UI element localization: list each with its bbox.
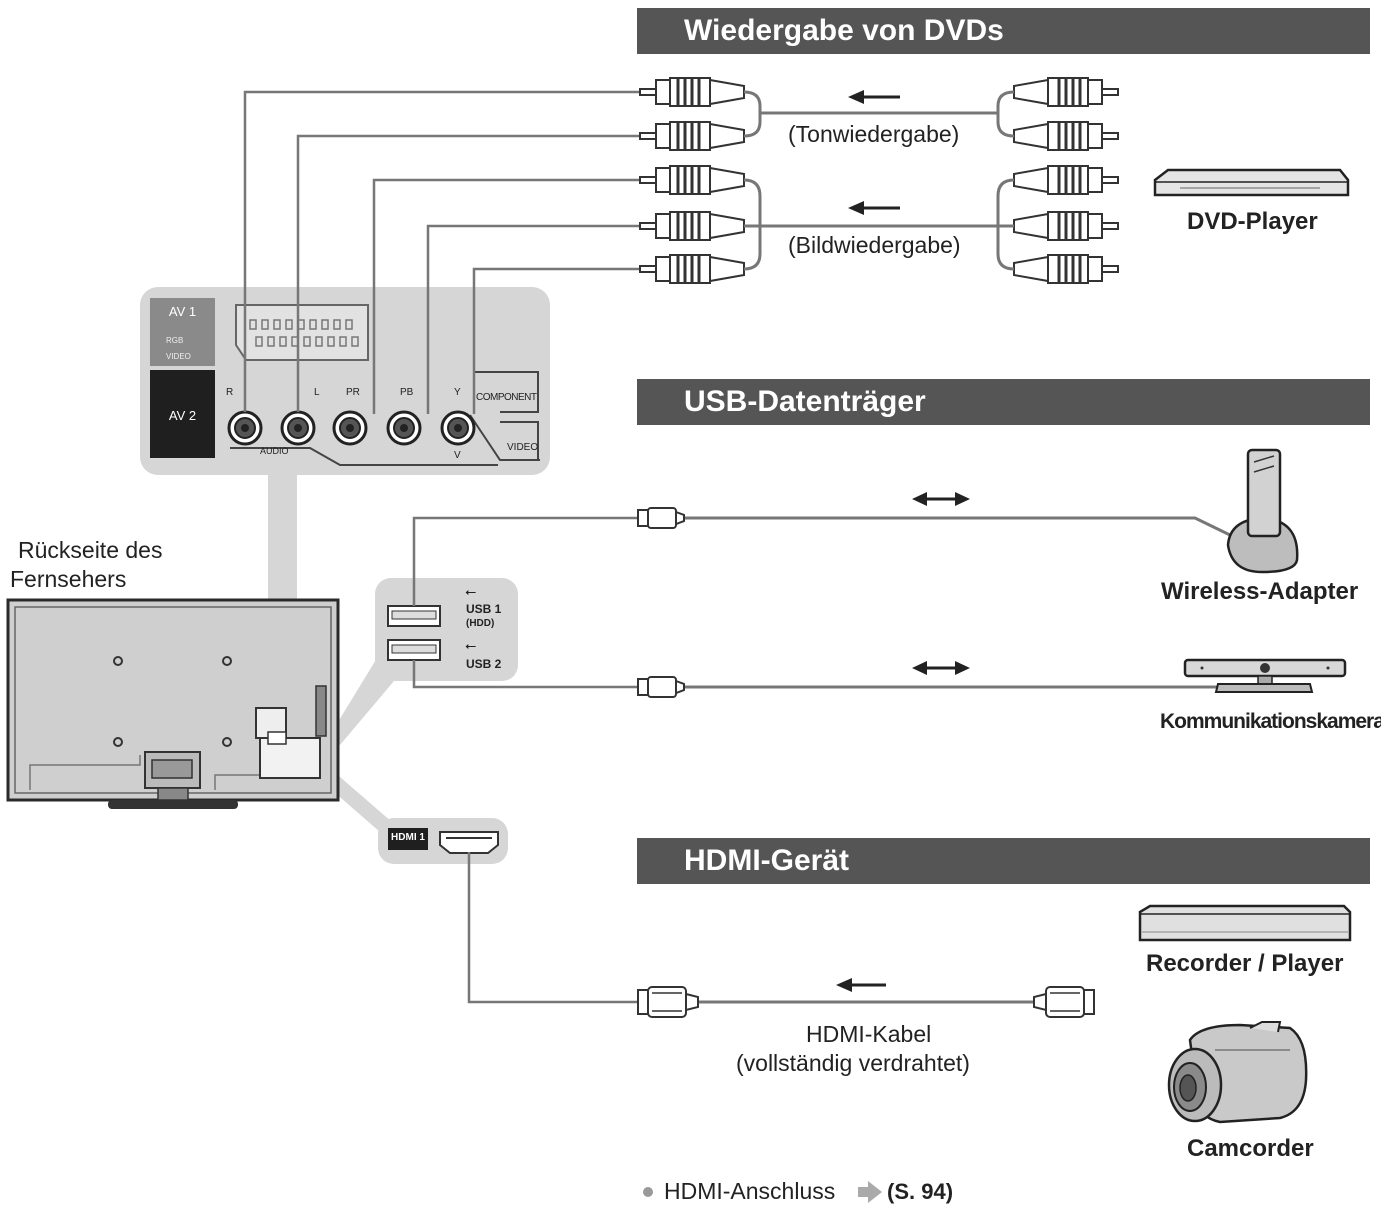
dvd-player-icon (1153, 168, 1350, 197)
v-label: V (454, 450, 461, 461)
footnote-text: HDMI-Anschluss (664, 1178, 836, 1204)
wireless-adapter-label: Wireless-Adapter (1161, 578, 1359, 605)
jack-r-label: R (226, 387, 234, 398)
rca-plugs-tv-side (638, 76, 746, 285)
av1-rgb-label: RGB (166, 336, 184, 345)
section-header-hdmi: HDMI-Gerät (637, 838, 1370, 884)
jack-l-label: L (314, 387, 320, 398)
recorder-icon (1138, 904, 1352, 942)
usb2-label: USB 2 (466, 657, 502, 671)
dvd-player-label: DVD-Player (1187, 208, 1318, 235)
av1-label: AV 1 (168, 304, 197, 319)
footnote-bullet (643, 1187, 653, 1197)
reference-arrow-icon (858, 1181, 882, 1203)
tv-caption-line2: Fernsehers (10, 566, 127, 592)
usb-icon-1: ⭠ (465, 583, 477, 599)
usb-panel (375, 578, 518, 681)
usb-icon-2: ⭠ (465, 637, 477, 653)
usb-cables (412, 516, 1264, 691)
rca-plugs-device-side (1012, 76, 1120, 285)
hdmi1-label: HDMI 1 (391, 832, 425, 843)
audio-r-jack (227, 410, 263, 446)
direction-arrows (836, 90, 970, 992)
camera-icon (1183, 658, 1347, 693)
usb1-label: USB 1 (466, 602, 502, 616)
recorder-label: Recorder / Player (1146, 950, 1344, 977)
av1-video-label: VIDEO (166, 352, 191, 361)
tv-back (6, 598, 340, 809)
section-header-usb: USB-Datenträger (637, 379, 1370, 425)
av-cables (243, 90, 642, 414)
hdmi-cable-label-line2: (vollständig verdrahtet) (736, 1050, 970, 1076)
hdmi-panel (378, 818, 508, 864)
audio-l-jack (280, 410, 316, 446)
y-jack (440, 410, 476, 446)
pr-jack (332, 410, 368, 446)
jack-pr-label: PR (346, 387, 360, 398)
camcorder-label: Camcorder (1187, 1135, 1314, 1162)
hdmi-cable-label-line1: HDMI-Kabel (806, 1021, 932, 1047)
component-label: COMPONENT (476, 392, 537, 403)
jack-y-label: Y (454, 387, 461, 398)
usb1-hdd-label: (HDD) (466, 618, 495, 629)
camera-label: Kommunikationskamera (1160, 710, 1381, 733)
pb-jack (386, 410, 422, 446)
video-cable-label: (Bildwiedergabe) (788, 232, 961, 258)
av-panel (140, 287, 550, 475)
wireless-adapter-icon (1226, 448, 1299, 574)
hdmi-cables (467, 852, 1034, 1004)
camcorder-icon (1167, 1021, 1308, 1124)
section-header-dvd: Wiedergabe von DVDs (637, 8, 1370, 54)
video-label: VIDEO (507, 442, 539, 453)
audio-cable-label: (Tonwiedergabe) (788, 121, 960, 147)
jack-pb-label: PB (400, 387, 414, 398)
audio-label: AUDIO (260, 446, 289, 456)
av2-label: AV 2 (168, 408, 197, 423)
tv-caption-line1: Rückseite des (18, 537, 163, 563)
footnote-page-ref[interactable]: (S. 94) (887, 1179, 954, 1204)
rca-cable-bodies (743, 90, 1015, 271)
